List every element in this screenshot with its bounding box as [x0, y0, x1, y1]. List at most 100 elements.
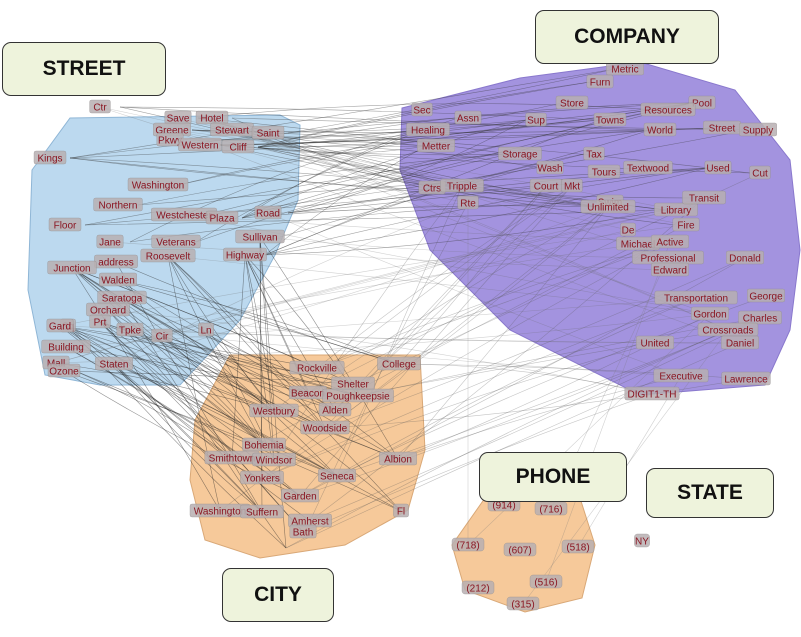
- svg-text:Smithtown: Smithtown: [209, 454, 256, 465]
- edge: [264, 167, 709, 256]
- edge: [241, 102, 693, 219]
- edge: [55, 197, 705, 364]
- edge: [167, 255, 265, 446]
- street-node: Floor: [48, 217, 82, 232]
- company-node: Tripple: [440, 178, 484, 193]
- edge: [273, 185, 573, 412]
- company-node: Crossroads: [697, 322, 759, 337]
- svg-text:Rockville: Rockville: [297, 364, 337, 375]
- edge: [302, 393, 653, 533]
- svg-text:Library: Library: [661, 206, 692, 217]
- svg-text:Rte: Rte: [460, 199, 476, 210]
- edge: [264, 167, 709, 256]
- street-node: Road: [254, 205, 282, 220]
- svg-text:Tax: Tax: [586, 150, 602, 161]
- edge: [117, 279, 400, 365]
- svg-text:Furn: Furn: [590, 78, 611, 89]
- city-node: Rockville: [289, 360, 345, 375]
- company-node: Store: [555, 95, 589, 110]
- company-node: Resources: [640, 102, 696, 117]
- edge: [287, 119, 527, 214]
- svg-text:Metric: Metric: [611, 65, 638, 76]
- edge: [324, 378, 747, 429]
- street-node: Tpke: [116, 322, 144, 337]
- svg-text:Crossroads: Crossroads: [702, 326, 753, 337]
- svg-text:Charles: Charles: [743, 314, 777, 325]
- edge: [59, 325, 354, 385]
- company-node: George: [747, 288, 786, 303]
- company-node: Tax: [583, 146, 605, 161]
- svg-text:Towns: Towns: [596, 116, 624, 127]
- svg-text:Wash: Wash: [537, 164, 562, 175]
- svg-text:Pkwy: Pkwy: [158, 136, 182, 147]
- phone-node: (518): [561, 539, 595, 554]
- street-node: Northern: [93, 197, 143, 212]
- edge: [205, 329, 275, 412]
- svg-text:Sup: Sup: [527, 116, 545, 127]
- edge: [398, 363, 653, 395]
- edge: [115, 261, 400, 365]
- svg-text:Greene: Greene: [155, 126, 189, 137]
- city-node: Woodside: [300, 420, 350, 435]
- edge: [71, 267, 265, 446]
- edge: [119, 106, 453, 187]
- svg-text:(315): (315): [511, 600, 534, 611]
- edge: [167, 255, 309, 394]
- phone-node: (718): [451, 537, 485, 552]
- edge: [113, 206, 609, 365]
- edge: [203, 129, 749, 216]
- street-node: Save: [164, 110, 192, 125]
- svg-text:Ln: Ln: [200, 326, 211, 337]
- edge: [59, 224, 687, 327]
- edge: [121, 297, 359, 397]
- edge: [316, 241, 671, 369]
- edge: [299, 329, 729, 497]
- phone-node: (516): [529, 574, 563, 589]
- edge: [183, 214, 711, 315]
- edge: [285, 329, 729, 549]
- edge: [309, 317, 761, 522]
- state-cluster-label: STATE: [646, 468, 774, 518]
- city-node: Westbury: [249, 403, 299, 418]
- svg-text:Cliff: Cliff: [229, 143, 246, 154]
- svg-text:Storage: Storage: [502, 150, 537, 161]
- edge: [119, 106, 651, 131]
- svg-text:Floor: Floor: [54, 221, 77, 232]
- company-node: Mkt: [561, 178, 583, 193]
- edge: [113, 363, 263, 513]
- edge: [121, 297, 399, 460]
- edge: [59, 325, 402, 512]
- company-node: Healing: [406, 122, 450, 137]
- edge: [299, 185, 573, 497]
- edge: [219, 144, 599, 208]
- edge: [161, 335, 265, 446]
- company-node: Tours: [587, 164, 621, 179]
- svg-text:(516): (516): [534, 578, 557, 589]
- city-node: Bohemia: [242, 437, 286, 452]
- svg-text:Tours: Tours: [592, 168, 616, 179]
- company-node: Cut: [749, 165, 771, 180]
- svg-text:DIGIT1-TH: DIGIT1-TH: [628, 390, 677, 401]
- svg-text:Pool: Pool: [692, 99, 712, 110]
- svg-text:Michael: Michael: [621, 240, 655, 251]
- svg-text:Tpke: Tpke: [119, 326, 142, 337]
- edge: [219, 144, 751, 174]
- phone-node: (212): [461, 580, 495, 595]
- edge: [167, 255, 402, 512]
- svg-text:Transportation: Transportation: [664, 294, 728, 305]
- svg-text:Road: Road: [256, 209, 280, 220]
- company-node: Assn: [454, 110, 482, 125]
- svg-text:Daniel: Daniel: [726, 339, 754, 350]
- company-node: Sec: [411, 102, 433, 117]
- company-node: Used: [704, 160, 732, 175]
- edge: [241, 119, 527, 219]
- edge: [167, 255, 711, 315]
- edge: [129, 329, 682, 377]
- edge: [113, 363, 338, 477]
- edge: [316, 185, 573, 369]
- svg-text:Gard: Gard: [49, 322, 71, 333]
- svg-text:Orchard: Orchard: [90, 306, 126, 317]
- svg-text:Unlimited: Unlimited: [587, 203, 629, 214]
